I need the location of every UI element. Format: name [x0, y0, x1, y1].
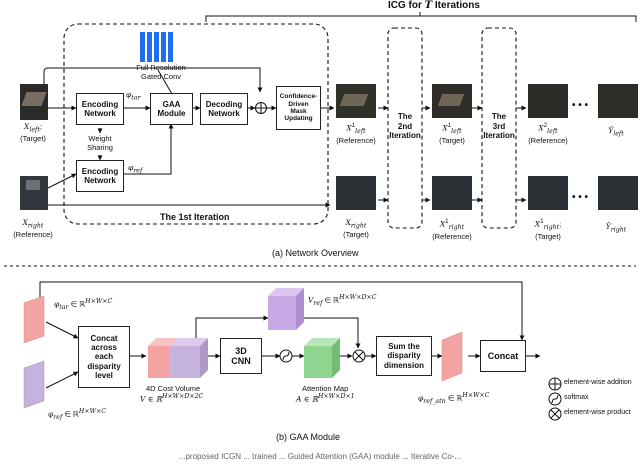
final-bot-label: Ŷright	[605, 222, 627, 234]
legend-softmax: softmax	[564, 394, 589, 401]
full-res-label: Full Resolution Gated Conv	[136, 63, 186, 81]
encoding-network-1: Encoding Network	[76, 93, 124, 125]
gaa-module-box: GAA Module	[150, 93, 193, 125]
concat-box-2: Concat	[480, 340, 526, 372]
bottom-caption-fragment: ...proposed ICGN ... trained ... Guided …	[178, 452, 462, 461]
out2-top-image	[432, 84, 472, 118]
ellipsis-bottom: • • •	[572, 192, 589, 203]
cost-volume-label: 4D Cost Volume V ∈ ℝH×W×D×2C	[140, 384, 204, 404]
encoding-network-2: Encoding Network	[76, 160, 124, 192]
phi-refatn-label: φref_atn ∈ ℝH×W×C	[418, 392, 490, 405]
out2-top-label: X1left (Target)	[439, 122, 465, 145]
out1-top-image	[336, 84, 376, 118]
out1-bot-label: Xright (Target)	[343, 218, 369, 239]
out1-bot-image	[336, 176, 376, 210]
sum-disparity-box: Sum the disparity dimension	[376, 336, 432, 376]
icg-title: ICG for T Iterations	[388, 0, 480, 11]
decoding-network: Decoding Network	[200, 93, 248, 125]
caption-network-overview: (a) Network Overview	[272, 248, 359, 258]
out3-top-image	[528, 84, 568, 118]
phi-ref-label: φref	[128, 163, 143, 175]
out2-bot-image	[432, 176, 472, 210]
vref-label: Vref ∈ ℝH×W×D×C	[308, 294, 377, 307]
phi-tar-label: φtar	[126, 90, 141, 102]
caption-gaa-module: (b) GAA Module	[276, 432, 341, 442]
first-iteration-label: The 1st Iteration	[160, 212, 230, 222]
phi-ref-bottom-label: φref ∈ ℝH×W×C	[48, 408, 107, 421]
out3-bot-label: X1right; (Target)	[534, 218, 562, 241]
mask-updating-box: Confidence- Driven Mask Updating	[276, 86, 321, 130]
input-right-image	[20, 176, 48, 210]
input-left-label: Xleft; (Target)	[20, 122, 46, 143]
input-left-image	[20, 84, 48, 120]
final-top-label: Ŷleft	[608, 126, 624, 138]
attention-map-label: Attention Map A ∈ ℝH×W×D×1	[296, 384, 355, 404]
final-top-image	[598, 84, 638, 118]
out3-top-label: X2left (Reference)	[528, 122, 568, 145]
cnn3d-box: 3D CNN	[220, 338, 262, 374]
out1-top-label: X1left (Reference)	[336, 122, 376, 145]
out3-bot-image	[528, 176, 568, 210]
legend-addition: element-wise addition	[564, 379, 632, 386]
second-iteration-label: The 2nd Iteration	[389, 112, 421, 141]
out2-bot-label: X1right (Reference)	[432, 218, 472, 241]
final-bot-image	[598, 176, 638, 210]
concat-disparity-box: Concat across each disparity level	[78, 326, 130, 388]
legend-product: element-wise product	[564, 409, 631, 416]
weight-sharing-label: Weight Sharing	[87, 134, 113, 152]
ellipsis-top: • • •	[572, 100, 589, 111]
phi-tar-bottom-label: φtar ∈ ℝH×W×C	[54, 298, 113, 311]
third-iteration-label: The 3rd Iteration	[483, 112, 515, 141]
gated-conv-block	[140, 32, 176, 62]
input-right-label: Xright (Reference)	[13, 218, 53, 239]
